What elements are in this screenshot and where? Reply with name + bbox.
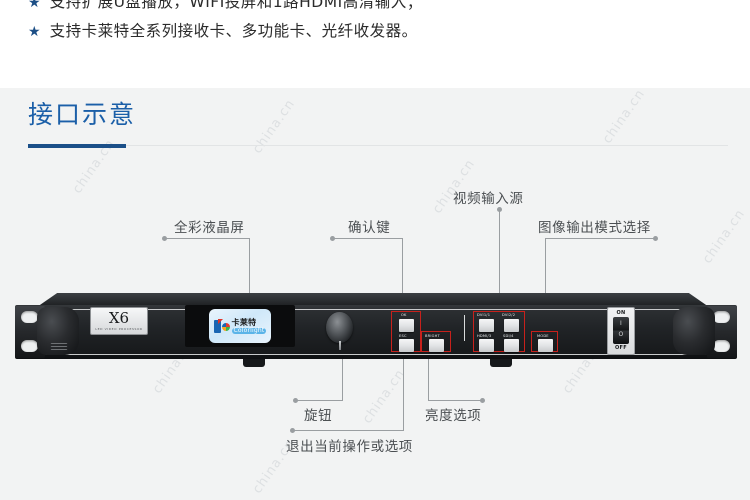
- leader-line-confirm-key: [402, 238, 403, 311]
- mounting-hole-icon: [21, 340, 38, 352]
- dvi2-button-label: DVI2/2: [502, 313, 516, 317]
- leader-line-video-input: [499, 210, 500, 313]
- rotary-knob[interactable]: [326, 312, 353, 343]
- model-badge: X6 LED VIDEO PROCESSOR: [90, 307, 148, 335]
- lcd-bezel: 卡莱特 Colorlight: [185, 305, 295, 347]
- device-top-bevel: [37, 293, 709, 307]
- annotation-lcd-screen: 全彩液晶屏: [174, 220, 245, 236]
- leader-dot-brightness: [480, 398, 485, 403]
- hdmi-button[interactable]: [479, 339, 494, 352]
- bright-button-group: BRIGHT: [421, 331, 451, 352]
- leader-line-output-mode: [545, 238, 546, 311]
- leader-line-knob: [296, 400, 343, 401]
- device-foot: [490, 359, 512, 367]
- watermark: china.cn: [360, 366, 409, 427]
- feature-bullet-1-text: 支持扩展U盘播放，WIFI投屏和1路HDMI高清输入；: [49, 0, 423, 11]
- star-icon: ★: [28, 0, 41, 11]
- mounting-hole-icon: [713, 311, 730, 323]
- mode-button-group: MODE: [531, 331, 558, 352]
- panel-divider: [464, 315, 465, 341]
- watermark: china.cn: [600, 86, 649, 147]
- annotation-brightness: 亮度选项: [425, 408, 482, 424]
- leader-line-brightness: [428, 400, 482, 401]
- annotation-knob: 旋钮: [304, 408, 333, 424]
- leader-line-output-mode: [545, 238, 655, 239]
- leader-line-knob: [342, 352, 343, 401]
- feature-bullet-1: ★ 支持扩展U盘播放，WIFI投屏和1路HDMI高清输入；: [28, 0, 423, 14]
- annotation-escape: 退出当前操作或选项: [286, 439, 413, 455]
- leader-line-lcd-screen: [249, 238, 250, 310]
- leader-line-escape: [293, 430, 404, 431]
- power-off-symbol-icon: O: [618, 331, 624, 338]
- feature-bullet-2: ★ 支持卡莱特全系列接收卡、多功能卡、光纤收发器。: [28, 20, 418, 43]
- leader-dot-video-input: [497, 207, 502, 212]
- leader-dot-confirm-key: [330, 236, 335, 241]
- ok-button[interactable]: [399, 319, 414, 332]
- dvi2-button[interactable]: [504, 319, 519, 332]
- leader-dot-knob: [293, 398, 298, 403]
- annotation-output-mode: 图像输出模式选择: [538, 220, 651, 236]
- leader-line-escape: [403, 352, 404, 431]
- rack-handle-right: [673, 307, 715, 355]
- model-name: X6: [108, 309, 130, 327]
- colorlight-mark-icon: [213, 318, 230, 334]
- power-off-label: OFF: [615, 345, 627, 351]
- mode-button[interactable]: [538, 339, 553, 352]
- leader-line-confirm-key: [333, 238, 403, 239]
- section-header: 接口示意: [28, 102, 136, 127]
- device-foot: [243, 359, 265, 367]
- annotation-video-input: 视频输入源: [453, 191, 524, 207]
- brand-name-cn: 卡莱特: [231, 317, 257, 327]
- leader-dot-escape: [290, 428, 295, 433]
- title-divider-line: [28, 145, 728, 146]
- dvi1-button[interactable]: [479, 319, 494, 332]
- bright-button-label: BRIGHT: [425, 334, 440, 338]
- video-source-button-group: DVI1/1 DVI2/2 HDMI/3 SDI/4: [473, 311, 525, 352]
- knob-shaft: [339, 341, 341, 350]
- watermark: china.cn: [700, 206, 749, 267]
- leader-dot-lcd-screen: [162, 236, 167, 241]
- bright-button[interactable]: [429, 339, 444, 352]
- sdi-button-label: SDI/4: [503, 334, 514, 338]
- device-front-face: [45, 309, 707, 355]
- ok-button-label: OK: [401, 313, 407, 317]
- mounting-hole-icon: [21, 311, 38, 323]
- star-icon: ★: [28, 23, 41, 40]
- model-tagline: LED VIDEO PROCESSOR: [95, 327, 143, 331]
- power-on-symbol-icon: I: [620, 320, 622, 327]
- lcd-screen[interactable]: 卡莱特 Colorlight: [209, 309, 271, 343]
- esc-button[interactable]: [399, 339, 414, 352]
- page-title: 接口示意: [28, 100, 137, 129]
- vent-slots-icon: [50, 343, 68, 353]
- title-underline: [28, 144, 126, 148]
- power-on-label: ON: [616, 310, 626, 316]
- feature-bullets-band: ★ 支持扩展U盘播放，WIFI投屏和1路HDMI高清输入； ★ 支持卡莱特全系列…: [0, 0, 750, 88]
- mode-button-label: MODE: [537, 334, 549, 338]
- leader-line-brightness: [428, 352, 429, 400]
- feature-bullet-2-text: 支持卡莱特全系列接收卡、多功能卡、光纤收发器。: [49, 22, 418, 40]
- nav-button-group: OK ESC: [391, 311, 421, 352]
- power-rocker[interactable]: I O: [613, 317, 629, 344]
- colorlight-logo: 卡莱特 Colorlight: [213, 317, 267, 334]
- rack-handle-left: [37, 307, 79, 355]
- leader-dot-output-mode: [653, 236, 658, 241]
- annotation-confirm-key: 确认键: [348, 220, 391, 236]
- dvi1-button-label: DVI1/1: [477, 313, 491, 317]
- hdmi-button-label: HDMI/3: [477, 334, 492, 338]
- mounting-hole-icon: [713, 340, 730, 352]
- sdi-button[interactable]: [504, 339, 519, 352]
- esc-button-label: ESC: [399, 334, 407, 338]
- leader-line-lcd-screen: [165, 238, 250, 239]
- brand-name-en: Colorlight: [231, 326, 267, 334]
- power-switch[interactable]: ON I O OFF: [607, 307, 635, 355]
- watermark: china.cn: [250, 96, 299, 157]
